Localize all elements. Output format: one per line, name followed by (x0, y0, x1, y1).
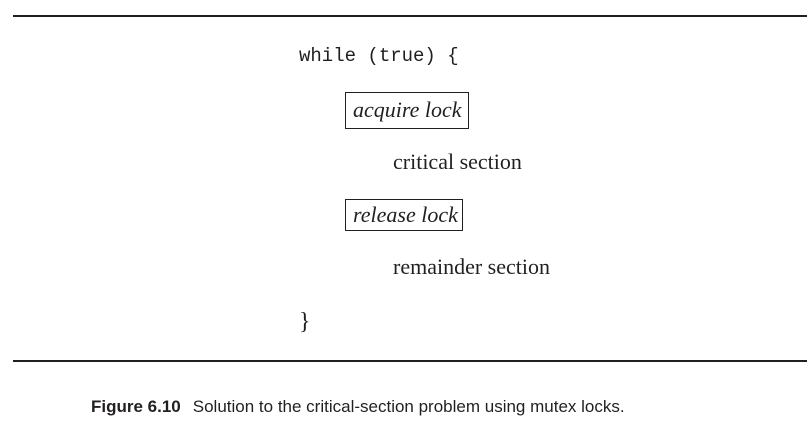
bottom-rule (13, 360, 807, 362)
acquire-lock-box: acquire lock (345, 92, 469, 129)
release-lock-box: release lock (345, 199, 463, 231)
figure-label: Figure 6.10 (91, 397, 181, 416)
critical-section-label: critical section (393, 149, 522, 174)
top-rule (13, 15, 807, 17)
while-statement: while (true) { (299, 45, 459, 67)
figure-caption: Figure 6.10 Solution to the critical-sect… (91, 398, 625, 415)
closing-brace: } (299, 309, 311, 335)
remainder-section-label: remainder section (393, 254, 550, 279)
figure-caption-text: Solution to the critical-section problem… (192, 397, 625, 416)
